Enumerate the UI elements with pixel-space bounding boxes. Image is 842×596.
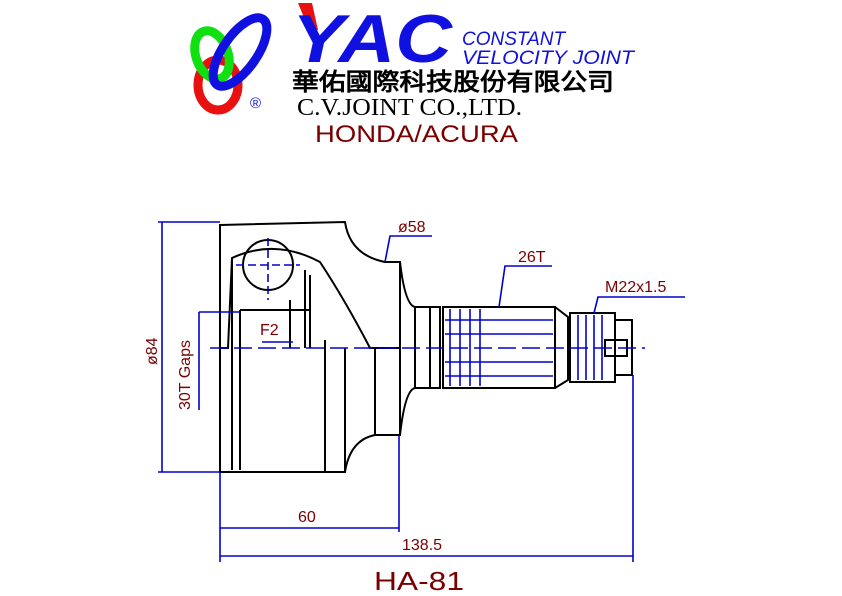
logo-red-stroke [298,3,318,32]
svg-text:60: 60 [298,509,316,526]
dim-neck-diameter: ø58 [384,219,432,263]
svg-text:26T: 26T [518,249,546,266]
part-number: HA-81 [374,566,464,596]
dim-outer-diameter: ø84 [144,221,220,473]
tagline-line1: CONSTANT [462,29,566,50]
company-name-english: C.V.JOINT CO.,LTD. [297,95,522,121]
dim-thread: M22x1.5 [593,279,685,314]
svg-text:F2: F2 [260,322,279,339]
tagline-line2: VELOCITY JOINT [462,48,636,69]
registered-mark: ® [250,95,261,112]
outer-housing [219,220,401,473]
svg-text:ø84: ø84 [144,337,161,365]
dim-overall-length: 138.5 [220,375,634,562]
svg-text:ø58: ø58 [398,219,426,236]
brand-wordmark: YAC [292,1,453,77]
dim-feature-f2: F2 [260,322,293,343]
svg-text:M22x1.5: M22x1.5 [605,279,666,296]
svg-text:138.5: 138.5 [402,537,442,554]
logo-green-ring [190,26,234,84]
ball [236,238,300,300]
dim-inner-spline: 30T Gaps [177,311,240,410]
dim-housing-length: 60 [219,435,400,562]
application-label: HONDA/ACURA [315,121,518,148]
svg-text:30T Gaps: 30T Gaps [177,340,194,410]
logo-blue-ring [208,13,272,91]
company-logo: ® YAC CONSTANT VELOCITY JOINT [190,1,636,115]
company-name-chinese: 華佑國際科技股份有限公司 [292,68,614,96]
dim-outer-spline: 26T [498,249,552,308]
